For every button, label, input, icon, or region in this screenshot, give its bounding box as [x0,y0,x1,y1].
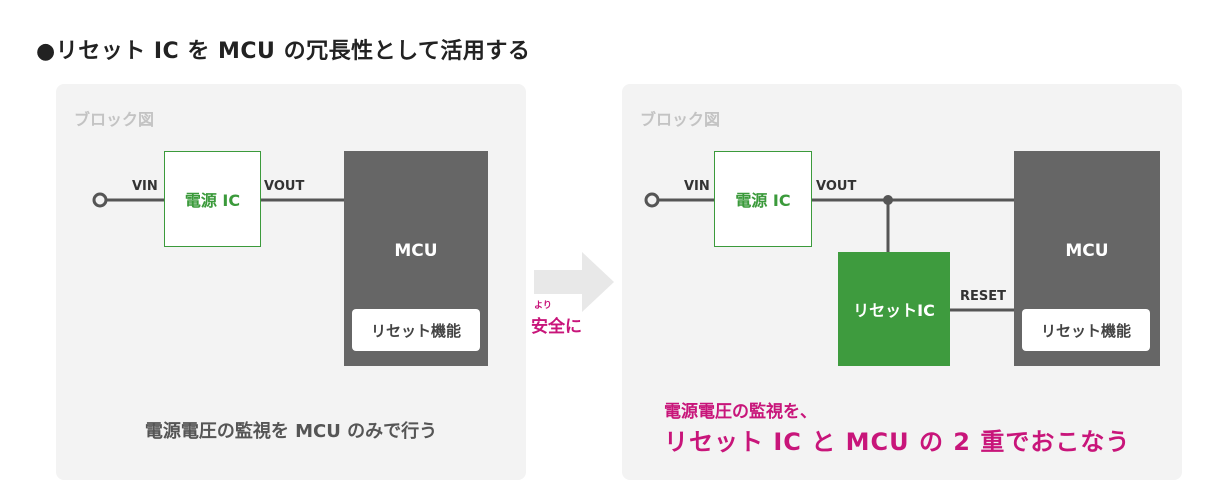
right-power-ic: 電源 IC [714,151,812,247]
left-wiring [92,192,344,208]
left-reset-function-label: リセット機能 [370,321,461,340]
left-mcu: MCU リセット機能 [344,151,488,366]
right-power-ic-label: 電源 IC [735,191,791,210]
left-vin-label: VIN [132,179,158,194]
right-junction-dot [883,195,893,205]
right-reset-ic: リセットIC [838,252,950,366]
right-wiring [644,192,1014,312]
left-vin-terminal [92,192,108,208]
right-vin-terminal [644,192,660,208]
right-reset-function: リセット機能 [1022,309,1150,351]
left-block-label: ブロック図 [74,110,155,129]
right-mcu-label: MCU [1065,241,1109,261]
right-caption-line2: リセット IC と MCU の 2 重でおこなう [664,428,1131,456]
right-reset-function-label: リセット機能 [1040,321,1131,340]
right-mcu: MCU リセット機能 [1014,151,1160,366]
page-title: ●リセット IC を MCU の冗長性として活用する [36,39,531,64]
right-caption-line1: 電源電圧の監視を、 [664,402,817,422]
right-vout-label: VOUT [816,179,857,194]
arrow-text: 安全に [531,317,582,337]
left-reset-function: リセット機能 [352,309,480,351]
right-vin-label: VIN [684,179,710,194]
left-vout-label: VOUT [264,179,305,194]
right-panel: ブロック図 VIN VOUT RESET 電源 IC リセットIC MCU リセ… [622,84,1182,480]
right-reset-signal-label: RESET [960,289,1007,304]
right-reset-ic-label: リセットIC [853,301,935,320]
right-block-label: ブロック図 [640,110,721,129]
left-panel: ブロック図 VIN VOUT 電源 IC MCU リセット機能 電源電圧の監視を… [56,84,526,480]
left-caption: 電源電圧の監視を MCU のみで行う [144,421,438,442]
left-power-ic: 電源 IC [164,151,261,247]
arrow-ruby: より [534,301,552,311]
left-power-ic-label: 電源 IC [184,191,241,210]
left-mcu-label: MCU [394,241,438,261]
